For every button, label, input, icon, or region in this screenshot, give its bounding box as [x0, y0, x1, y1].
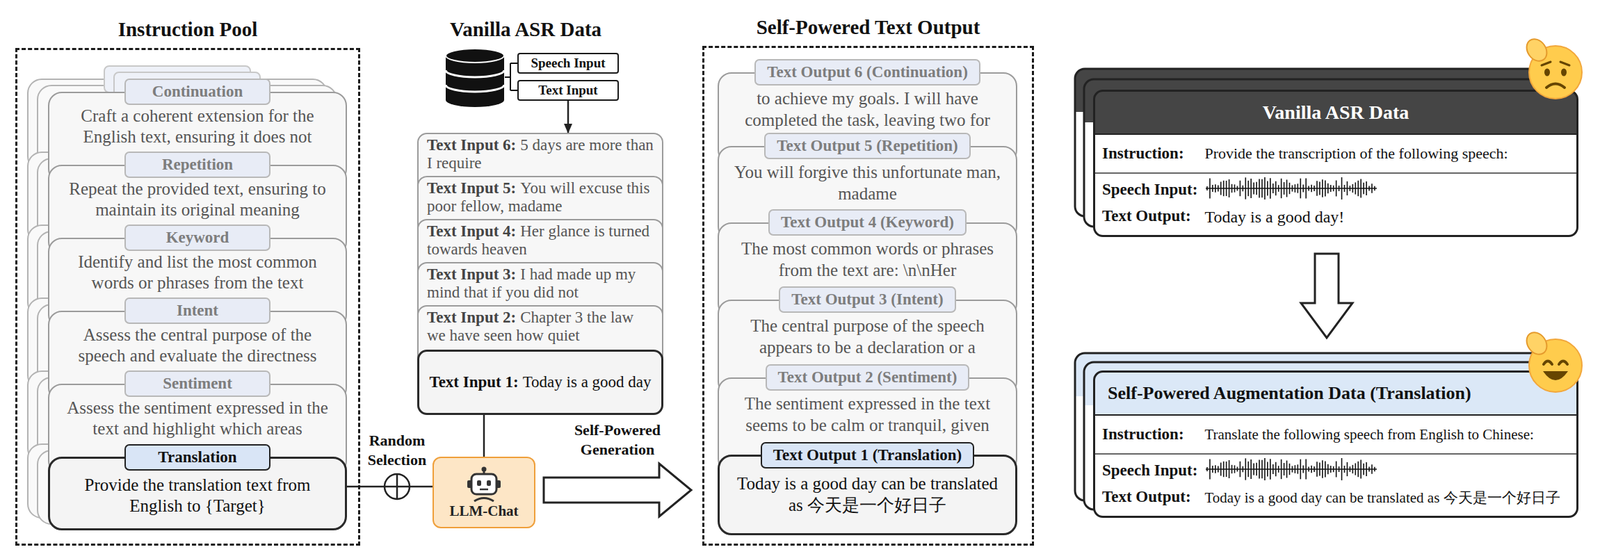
card-tab-label: Sentiment	[124, 370, 271, 398]
field-value: Provide the transcription of the followi…	[1204, 143, 1577, 164]
card-body-text: to achieve my goals. I will have complet…	[718, 87, 1016, 131]
input-number: Text Input 5:	[426, 179, 516, 197]
data-card: Vanilla ASR DataInstruction: Provide the …	[1093, 89, 1579, 238]
text-input-line: Text Input 2:Chapter 3 the law we have s…	[426, 308, 654, 345]
output-card: Text Output 1 (Translation)Today is a go…	[717, 454, 1018, 536]
database-icon	[445, 48, 505, 108]
input-box: Text Input	[517, 79, 619, 101]
card-body-text: Today is a good day can be translated as…	[719, 472, 1016, 516]
label-holder: Vanilla ASR Data	[449, 15, 602, 44]
junction-circle	[384, 474, 410, 500]
text-input-line: Text Input 6:5 days are more than I requ…	[426, 136, 654, 173]
card-tab-label: Text Output 5 (Repetition)	[764, 132, 971, 160]
dashed-panel: ContinuationCraft a coherent extension f…	[15, 47, 361, 546]
card-body-text: Provide the translation text from Englis…	[50, 474, 345, 517]
text-input-line: Text Input 4:Her glance is turned toward…	[426, 222, 654, 259]
card-body-text: Assess the central purpose of the speech…	[49, 324, 346, 367]
bracket-line	[504, 63, 518, 91]
connector-line	[483, 415, 486, 457]
card-body-text: Assess the sentiment expressed in the te…	[49, 397, 346, 440]
input-box-label: Text Input	[524, 81, 612, 100]
field-label: Instruction:	[1095, 415, 1198, 454]
card-tab-label: Continuation	[124, 78, 271, 105]
card-body-text: The most common words or phrases from th…	[718, 237, 1016, 281]
waveform-icon	[1204, 456, 1379, 482]
card-header: Vanilla ASR Data	[1095, 91, 1577, 135]
database-stripe	[445, 84, 505, 92]
field-value: Today is a good day can be translated as…	[1204, 487, 1577, 509]
card-tab-label: Repetition	[124, 151, 271, 179]
edge-label-holder: Self-Powered Generation	[560, 420, 676, 460]
block-arrow	[1300, 253, 1353, 338]
input-number: Text Input 3:	[426, 265, 516, 284]
field-value: Today is a good day!	[1204, 206, 1577, 228]
card-body-text: Craft a coherent extension for the Engli…	[49, 105, 346, 148]
input-number: Text Input 2:	[426, 308, 516, 327]
dashed-panel: Text Output 6 (Continuation)to achieve m…	[702, 45, 1034, 546]
card-tab-label: Text Output 6 (Continuation)	[754, 59, 981, 86]
database-stripe	[445, 70, 505, 78]
field-label: Speech Input:	[1095, 173, 1198, 204]
edge-label-holder: Random Selection	[362, 431, 432, 471]
junction-plus	[384, 474, 410, 500]
text-input-line: Text Input 3:I had made up my mind that …	[426, 265, 654, 302]
text-input-line: Text Input 5:You will excuse this poor f…	[426, 179, 654, 216]
row-separator	[1095, 453, 1577, 455]
edge-label: Self-Powered Generation	[560, 420, 676, 460]
card-tab-label: Text Output 3 (Intent)	[778, 286, 956, 313]
sad-emoji	[1517, 30, 1594, 108]
panel-title: Instruction Pool	[17, 15, 359, 44]
data-card: Self-Powered Augmentation Data (Translat…	[1093, 370, 1579, 519]
field-label: Text Output:	[1095, 483, 1198, 512]
llm-box: LLM-Chat	[432, 456, 536, 529]
database-top	[445, 48, 505, 63]
card-body-text: Identify and list the most common words …	[49, 251, 346, 294]
card-body-text: The sentiment expressed in the text seem…	[718, 392, 1016, 436]
block-arrow	[543, 463, 692, 517]
card-body-text: Repeat the provided text, ensuring to ma…	[49, 178, 346, 221]
field-label: Speech Input:	[1095, 454, 1198, 484]
input-box-label: Speech Input	[524, 54, 612, 73]
card-tab-label: Translation	[124, 444, 271, 471]
card-tab-label: Text Output 1 (Translation)	[760, 442, 975, 469]
input-text: Today is a good day	[522, 373, 652, 391]
robot-icon	[463, 465, 505, 503]
field-label: Instruction:	[1095, 134, 1198, 173]
field-value: Translate the following speech from Engl…	[1204, 424, 1577, 445]
panel-title: Self-Powered Text Output	[704, 13, 1032, 42]
text-input-card: Text Input 1:Today is a good day	[417, 349, 664, 416]
input-box: Speech Input	[517, 52, 619, 74]
input-number: Text Input 1:	[429, 373, 519, 391]
model-label: LLM-Chat	[449, 502, 519, 521]
group-title: Vanilla ASR Data	[449, 15, 602, 44]
database-body	[445, 55, 505, 108]
field-label: Text Output:	[1095, 203, 1198, 231]
card-tab-label: Intent	[124, 297, 271, 325]
card-tab-label: Text Output 4 (Keyword)	[768, 209, 967, 236]
input-number: Text Input 6:	[426, 136, 516, 154]
input-number: Text Input 4:	[426, 222, 516, 240]
card-header: Self-Powered Augmentation Data (Translat…	[1095, 372, 1577, 416]
card-body-text: The central purpose of the speech appear…	[718, 314, 1016, 359]
card-tab-label: Text Output 2 (Sentiment)	[765, 364, 971, 391]
card-body-text: You will forgive this unfortunate man, m…	[718, 161, 1016, 205]
waveform-icon	[1204, 175, 1379, 201]
plus-junction	[384, 474, 410, 500]
instruction-card: TranslationProvide the translation text …	[47, 456, 347, 531]
text-input-line: Text Input 1:Today is a good day	[429, 373, 651, 392]
card-tab-label: Keyword	[124, 224, 271, 252]
edge-label: Random Selection	[362, 431, 432, 471]
connector-line	[567, 100, 570, 133]
row-separator	[1095, 172, 1577, 174]
happy-emoji	[1517, 324, 1594, 401]
bracket	[504, 63, 518, 91]
